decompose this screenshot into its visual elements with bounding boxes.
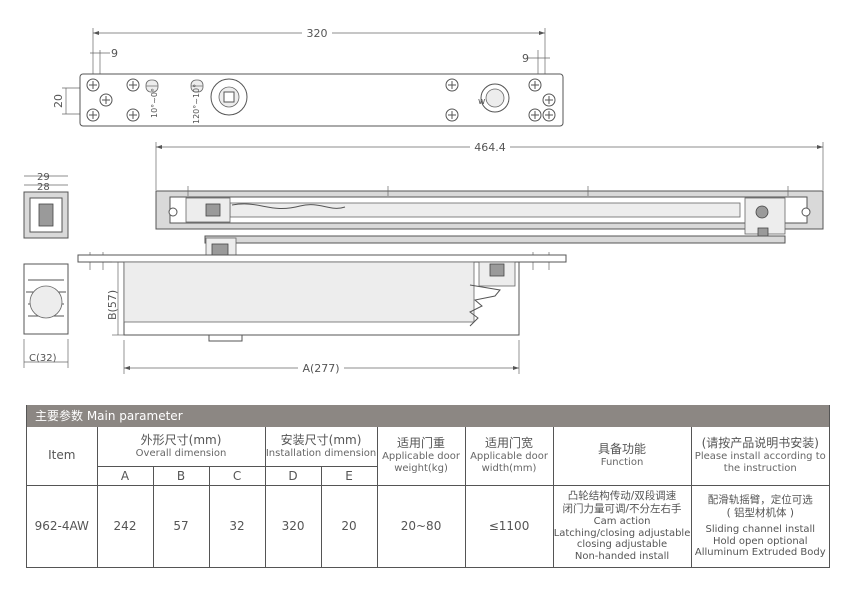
dim-9-right: 9 [522,52,529,65]
header-install: 安装尺寸(mm) Installation dimension [264,427,378,467]
subheader-a: A [97,465,154,486]
cell-b: 57 [152,484,210,567]
overall-length-dimension: 464.4 [155,140,824,190]
header-function: 具备功能 Function [552,427,692,486]
table-title: 主要参数 Main parameter [27,405,829,427]
subheader-e: E [320,465,378,486]
header-item: Item [27,427,98,486]
dim-c32: C(32) [29,353,57,364]
end-view: 29 28 C(32) [23,172,69,368]
header-weight: 适用门重 Applicable door weight(kg) [376,427,466,486]
cell-c: 32 [208,484,266,567]
dim-28: 28 [37,182,50,193]
dim-a277: A(277) [302,362,339,375]
mounting-plate-top-view: 320 9 9 20 [52,26,564,127]
closer-body-side-view: B(57) A(277) [77,252,567,375]
dim-464-4: 464.4 [474,141,506,154]
cell-note: 配滑轨摇臂，定位可选 ( 铝型材机体 ) Sliding channel ins… [690,484,830,567]
subheader-c: C [208,465,266,486]
cell-d: 320 [264,484,322,567]
header-overall: 外形尺寸(mm) Overall dimension [96,427,266,467]
slide-channel [155,186,824,257]
angle-label-right: 120°~10° [192,84,201,124]
cell-e: 20 [320,484,378,567]
dim-20: 20 [52,94,65,108]
subheader-d: D [264,465,322,486]
subheader-b: B [152,465,210,486]
angle-label-left: 10°~0° [150,88,159,118]
cell-weight: 20~80 [376,484,466,567]
dim-9-left: 9 [111,47,118,60]
cell-function: 凸轮结构传动/双段调速 闭门力量可调/不分左右手 Cam action Latc… [552,484,692,567]
header-width: 适用门宽 Applicable door width(mm) [464,427,554,486]
cell-item: 962-4AW [27,484,98,567]
technical-drawing: 320 9 9 20 [23,26,824,375]
cell-a: 242 [96,484,154,567]
svg-text:w: w [478,97,485,107]
dim-320: 320 [307,27,328,40]
dim-b57: B(57) [106,290,119,320]
cell-width: ≤1100 [464,484,554,567]
table-row: 962-4AW 242 57 32 320 20 20~80 ≤1100 凸轮结… [27,484,830,567]
parameter-table: 主要参数 Main parameter Item 外形尺寸(mm) Overal… [26,405,830,568]
header-note: (请按产品说明书安装) Please install according to … [690,427,830,486]
dim-29: 29 [37,172,50,183]
